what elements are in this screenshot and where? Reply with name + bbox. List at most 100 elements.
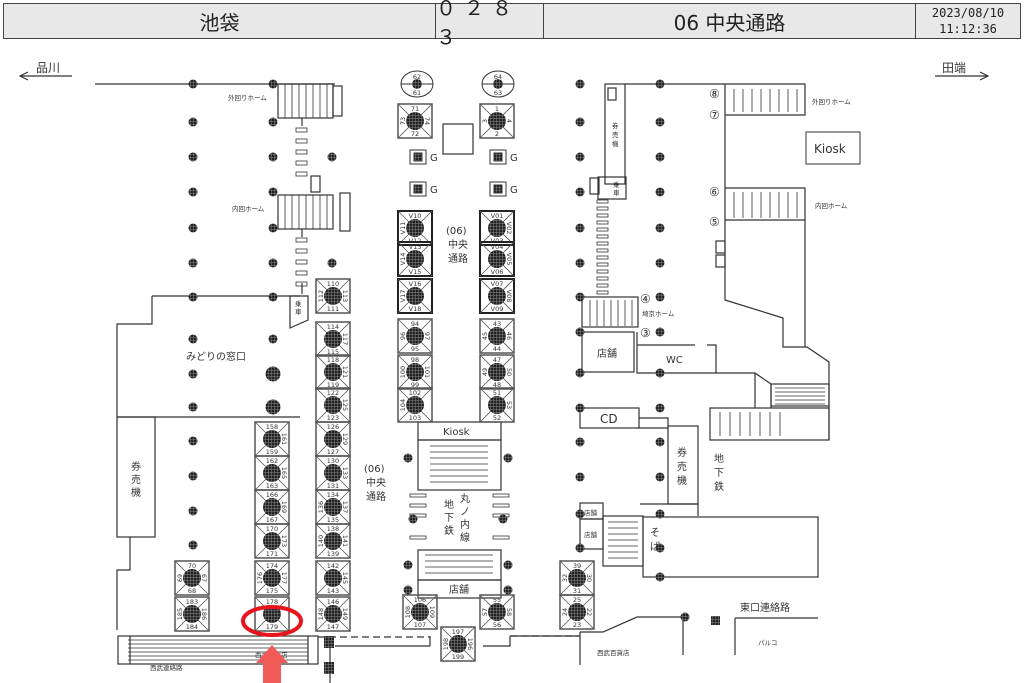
shop-small-2: 店舗 bbox=[584, 530, 598, 539]
pillar bbox=[188, 402, 198, 412]
pillar bbox=[188, 258, 198, 268]
gate-number: 107 bbox=[414, 621, 426, 629]
gate-number: 96 bbox=[399, 332, 407, 340]
gate-number: 61 bbox=[413, 89, 421, 97]
gate-number: 165 bbox=[280, 467, 288, 479]
pillar bbox=[188, 187, 198, 197]
shop-right: 店舗 bbox=[597, 347, 617, 360]
svg-text:内: 内 bbox=[460, 518, 470, 531]
gate-number: 74 bbox=[423, 117, 431, 125]
gate-number: 197 bbox=[452, 628, 464, 636]
gate-number: 70 bbox=[188, 562, 196, 570]
pillar bbox=[268, 292, 278, 302]
gate-number: 30 bbox=[585, 574, 593, 582]
gate-number: 22 bbox=[585, 608, 593, 616]
gate-number: 126 bbox=[327, 423, 339, 431]
gate-number: V05 bbox=[505, 253, 513, 266]
gate-number: 56 bbox=[493, 621, 501, 629]
pillar bbox=[268, 117, 278, 127]
gate-number: 23 bbox=[573, 621, 581, 629]
area-name: 06 中央通路 bbox=[544, 4, 916, 38]
gate-number: 48 bbox=[493, 381, 501, 389]
svg-text:機: 機 bbox=[677, 474, 687, 487]
gate-number: V04 bbox=[491, 243, 504, 251]
pillar bbox=[403, 560, 413, 570]
midori-window-label: みどりの窓口 bbox=[186, 350, 246, 363]
gate-number: 134 bbox=[327, 491, 339, 499]
gate-number: 131 bbox=[327, 482, 339, 490]
pillar bbox=[575, 509, 585, 519]
pillar bbox=[188, 117, 198, 127]
pillar-large bbox=[265, 366, 281, 382]
svg-text:線: 線 bbox=[460, 531, 470, 544]
outer-platform-label: 外回りホーム bbox=[228, 93, 267, 102]
kiosk-center: Kiosk bbox=[443, 427, 470, 438]
central-passage-mid-label: (06)中央通路 bbox=[364, 464, 386, 503]
gate-g-label: G bbox=[510, 153, 518, 164]
svg-text:ば: ば bbox=[650, 541, 660, 553]
gate-number: 113 bbox=[341, 290, 349, 302]
svg-text:車: 車 bbox=[613, 188, 620, 197]
svg-text:券: 券 bbox=[677, 446, 687, 459]
gate-number: 159 bbox=[266, 448, 278, 456]
station-name: 池袋 bbox=[4, 4, 436, 38]
ticket-machine-left-label: 券売機 bbox=[131, 460, 141, 499]
pillar bbox=[575, 437, 585, 447]
svg-text:通路: 通路 bbox=[366, 490, 386, 503]
svg-text:(06): (06) bbox=[446, 226, 467, 237]
svg-text:売: 売 bbox=[612, 130, 619, 139]
pillar bbox=[268, 223, 278, 233]
gate-number: 169 bbox=[280, 501, 288, 513]
gate-number: 130 bbox=[327, 457, 339, 465]
direction-shinagawa: 品川 bbox=[36, 61, 60, 75]
gate-number: V02 bbox=[505, 222, 513, 235]
gate-number: 39 bbox=[573, 562, 581, 570]
gate-number: 67 bbox=[200, 574, 208, 582]
stair-marker bbox=[324, 662, 334, 674]
gate-number: 185 bbox=[176, 608, 184, 620]
highlight-circle bbox=[241, 605, 303, 637]
gate-number: 198 bbox=[442, 638, 450, 650]
svg-text:下: 下 bbox=[714, 468, 724, 479]
direction-tabata: 田端 bbox=[942, 61, 966, 75]
gate-number: 121 bbox=[341, 366, 349, 378]
kiosk-right-box bbox=[805, 131, 861, 165]
gate-number: 1 bbox=[495, 105, 499, 113]
gate-g-label: G bbox=[430, 185, 438, 196]
wc-label: WC bbox=[666, 355, 683, 366]
gate-number: 186 bbox=[200, 608, 208, 620]
gate-number: 179 bbox=[266, 623, 278, 631]
pillar bbox=[655, 117, 665, 127]
svg-text:中央: 中央 bbox=[366, 476, 386, 489]
pillar bbox=[575, 472, 585, 482]
gate-number: 171 bbox=[266, 550, 278, 558]
pillar bbox=[655, 572, 665, 582]
platform-8: ⑧ bbox=[709, 87, 720, 101]
gate-number: 108 bbox=[404, 606, 412, 618]
pillar bbox=[575, 368, 585, 378]
gate-number: 149 bbox=[341, 608, 349, 620]
gate-number: 72 bbox=[411, 130, 419, 138]
gate-number: 25 bbox=[573, 596, 581, 604]
gate-number: V17 bbox=[399, 290, 407, 303]
pillar bbox=[575, 543, 585, 553]
svg-text:地: 地 bbox=[444, 498, 454, 511]
gate-number: 122 bbox=[327, 389, 339, 397]
svg-text:鉄: 鉄 bbox=[714, 480, 724, 493]
date: 2023/08/10 bbox=[931, 6, 1005, 20]
pillar bbox=[575, 152, 585, 162]
header-bar: 池袋 ０２８３ 06 中央通路 2023/08/10 11:12:36 bbox=[3, 0, 1021, 49]
